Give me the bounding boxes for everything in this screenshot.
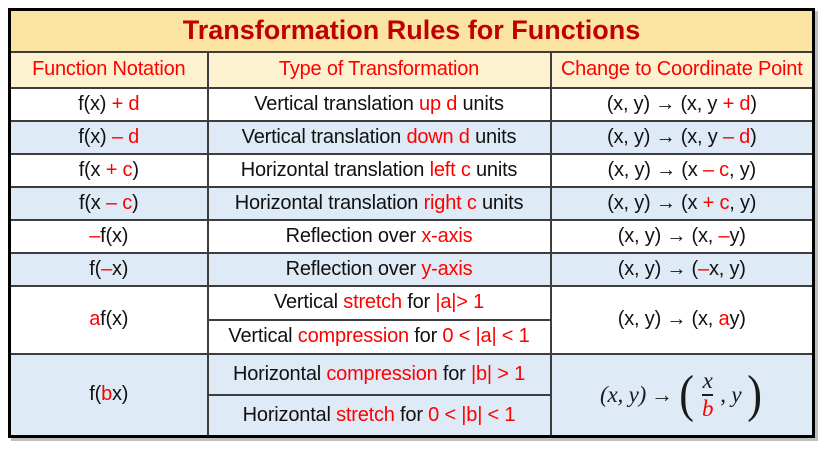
cell-transformation: Vertical translation down d units bbox=[206, 119, 552, 155]
cell-coordinate-point: (x, y) → (x, y + d) bbox=[549, 86, 815, 122]
title-row: Transformation Rules for Functions bbox=[8, 8, 815, 53]
cell-notation: f(bx) bbox=[8, 352, 209, 438]
math-expression: (x, y) → ( x b , y ) bbox=[600, 365, 763, 423]
cell-transformation: Horizontal translation right c units bbox=[206, 185, 552, 221]
fraction-denominator: b bbox=[701, 395, 714, 421]
math-xy-pair: (x, y) bbox=[600, 381, 647, 407]
cell-transformation: Vertical translation up d units bbox=[206, 86, 552, 122]
fraction: x b bbox=[700, 367, 715, 421]
cell-transformation: Horizontal translation left c units bbox=[206, 152, 552, 188]
row-vertical-down: f(x) – d Vertical translation down d uni… bbox=[8, 119, 815, 155]
cell-coordinate-point: (x, y) → (x, –y) bbox=[549, 218, 815, 254]
row-vertical-stretch: af(x) Vertical stretch for |a|> 1 (x, y)… bbox=[8, 284, 815, 355]
column-header-type-of-transformation: Type of Transformation bbox=[206, 50, 552, 89]
cell-transformation: Vertical stretch for |a|> 1 bbox=[206, 284, 552, 321]
row-reflect-x-axis: –f(x) Reflection over x-axis (x, y) → (x… bbox=[8, 218, 815, 254]
column-header-function-notation: Function Notation bbox=[8, 50, 209, 89]
math-comma-y: , y bbox=[720, 381, 742, 407]
cell-transformation: Reflection over x-axis bbox=[206, 218, 552, 254]
cell-coordinate-point: (x, y) → (x, y – d) bbox=[549, 119, 815, 155]
cell-notation: f(–x) bbox=[8, 251, 209, 287]
fraction-numerator: x bbox=[702, 367, 713, 393]
arrow-icon: → bbox=[651, 381, 673, 407]
cell-notation: f(x) – d bbox=[8, 119, 209, 155]
cell-transformation: Reflection over y-axis bbox=[206, 251, 552, 287]
transformation-rules-table: Transformation Rules for Functions Funct… bbox=[8, 8, 816, 438]
row-horizontal-compression: f(bx) Horizontal compression for |b| > 1… bbox=[8, 352, 815, 438]
cell-coordinate-point: (x, y) → (x, ay) bbox=[549, 284, 815, 355]
cell-coordinate-point: (x, y) → (x + c, y) bbox=[549, 185, 815, 221]
cell-transformation: Horizontal compression for |b| > 1 bbox=[206, 352, 552, 396]
page-title: Transformation Rules for Functions bbox=[8, 8, 815, 53]
column-header-change-to-coordinate-point: Change to Coordinate Point bbox=[549, 50, 815, 89]
cell-coordinate-point: (x, y) → (x – c, y) bbox=[549, 152, 815, 188]
cell-notation: f(x – c) bbox=[8, 185, 209, 221]
cell-notation: –f(x) bbox=[8, 218, 209, 254]
cell-notation: f(x + c) bbox=[8, 152, 209, 188]
page: Transformation Rules for Functions Funct… bbox=[8, 8, 816, 438]
cell-coordinate-point-math: (x, y) → ( x b , y ) bbox=[549, 352, 815, 438]
row-reflect-y-axis: f(–x) Reflection over y-axis (x, y) → (–… bbox=[8, 251, 815, 287]
header-row: Function Notation Type of Transformation… bbox=[8, 50, 815, 89]
row-horizontal-stretch: Horizontal stretch for 0 < |b| < 1 bbox=[10, 393, 814, 438]
cell-transformation: Horizontal stretch for 0 < |b| < 1 bbox=[206, 393, 552, 438]
row-horizontal-left: f(x + c) Horizontal translation left c u… bbox=[8, 152, 815, 188]
row-vertical-up: f(x) + d Vertical translation up d units… bbox=[8, 86, 815, 122]
cell-coordinate-point: (x, y) → (–x, y) bbox=[549, 251, 815, 287]
cell-notation: af(x) bbox=[8, 284, 209, 355]
row-horizontal-right: f(x – c) Horizontal translation right c … bbox=[8, 185, 815, 221]
cell-transformation: Vertical compression for 0 < |a| < 1 bbox=[206, 318, 552, 355]
cell-notation: f(x) + d bbox=[8, 86, 209, 122]
row-vertical-compression: Vertical compression for 0 < |a| < 1 bbox=[10, 318, 814, 355]
fraction-bar bbox=[701, 393, 714, 396]
